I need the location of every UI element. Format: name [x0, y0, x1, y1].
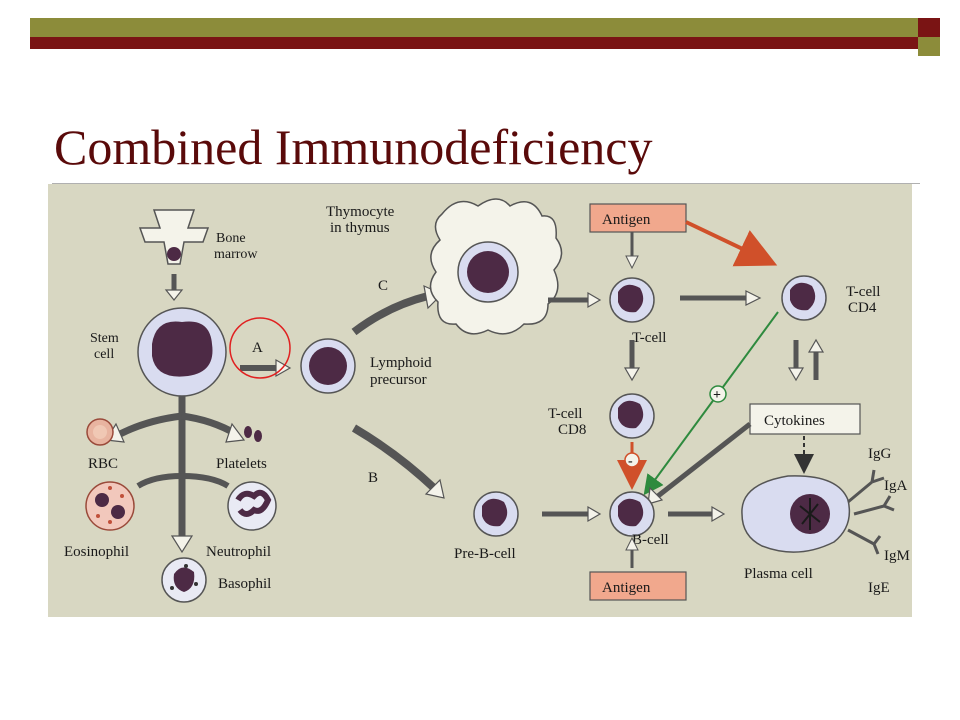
highlight-circle: [229, 317, 291, 379]
stem-cell-label-line2: cell: [94, 347, 114, 362]
path-b-arrow: [351, 424, 437, 491]
igg-label: IgG: [868, 446, 891, 462]
path-b-label: B: [368, 470, 378, 486]
neutrophil-label: Neutrophil: [206, 544, 271, 560]
top-bar-maroon-stripe: [30, 37, 918, 49]
path-c-arrow: [351, 292, 429, 336]
bone-marrow-label-line1: Bone: [216, 231, 246, 246]
lymphoid-label-line1: Lymphoid: [370, 355, 432, 371]
platelets-label: Platelets: [216, 456, 267, 472]
stem-cell: [137, 307, 227, 397]
arrow-antigen-to-cd4: [685, 220, 778, 267]
t-cell-cd8: [609, 393, 655, 439]
antigen-top-box: [589, 203, 687, 233]
path-c-label: C: [378, 278, 388, 294]
antibodies: [847, 469, 895, 555]
rbc-label: RBC: [88, 456, 118, 472]
top-bar-olive-stripe: [30, 18, 918, 37]
igm-label: IgM: [884, 548, 910, 564]
antigen-top-label: Antigen: [602, 212, 651, 228]
bone-marrow-icon: [138, 209, 210, 265]
plasma-cell: [741, 475, 851, 553]
plus-sign: +: [713, 388, 721, 403]
thymocyte-label-line1: Thymocyte: [326, 204, 395, 220]
pre-b-cell-label: Pre-B-cell: [454, 546, 516, 562]
immune-cell-lineage-diagram: Bone marrow Stem cell A Lymphoid precurs…: [48, 184, 912, 617]
cytokines-box: [749, 403, 861, 435]
help-arrow: [643, 311, 779, 496]
eosinophil-label: Eosinophil: [64, 544, 129, 560]
plasma-cell-label: Plasma cell: [744, 566, 813, 582]
title-rule: [52, 183, 920, 184]
t-cell-cd8-label-line2: CD8: [558, 422, 586, 438]
antigen-bottom-box: [589, 571, 687, 601]
path-a-label: A: [252, 340, 263, 356]
t-cell-cd4: [781, 275, 827, 321]
thymocyte-label-line2: in thymus: [330, 220, 390, 236]
thymus-organ: [429, 198, 563, 335]
stem-cell-label-line1: Stem: [90, 331, 119, 346]
iga-label: IgA: [884, 478, 907, 494]
slide-title: Combined Immunodeficiency: [54, 119, 653, 175]
corner-block-olive: [918, 37, 940, 56]
antigen-bottom-label: Antigen: [602, 580, 651, 596]
minus-sign: -: [628, 454, 633, 469]
cytokines-label: Cytokines: [764, 413, 825, 429]
t-cell-cd4-label-line1: T-cell: [846, 284, 880, 300]
minus-badge: [624, 452, 640, 468]
plus-badge: [709, 385, 727, 403]
corner-block-maroon: [918, 18, 940, 37]
bone-marrow-label-line2: marrow: [214, 247, 258, 262]
lymphoid-precursor-cell: [300, 338, 356, 394]
arrow-cytokines-to-bcell: [656, 422, 752, 498]
b-cell-label: B-cell: [632, 532, 669, 548]
t-cell-cd4-label-line2: CD4: [848, 300, 877, 316]
t-cell-label: T-cell: [632, 330, 666, 346]
neutrophil-cell: [227, 481, 277, 531]
basophil-cell: [161, 557, 207, 603]
basophil-label: Basophil: [218, 576, 271, 592]
pre-b-cell: [473, 491, 519, 537]
t-cell-cd8-label-line1: T-cell: [548, 406, 582, 422]
lymphoid-label-line2: precursor: [370, 372, 427, 388]
top-decor-bar: [30, 18, 918, 49]
rbc-cell: [86, 418, 114, 446]
t-cell: [609, 277, 655, 323]
ige-label: IgE: [868, 580, 890, 596]
b-cell: [609, 491, 655, 537]
platelets: [244, 426, 262, 442]
eosinophil-cell: [85, 481, 135, 531]
